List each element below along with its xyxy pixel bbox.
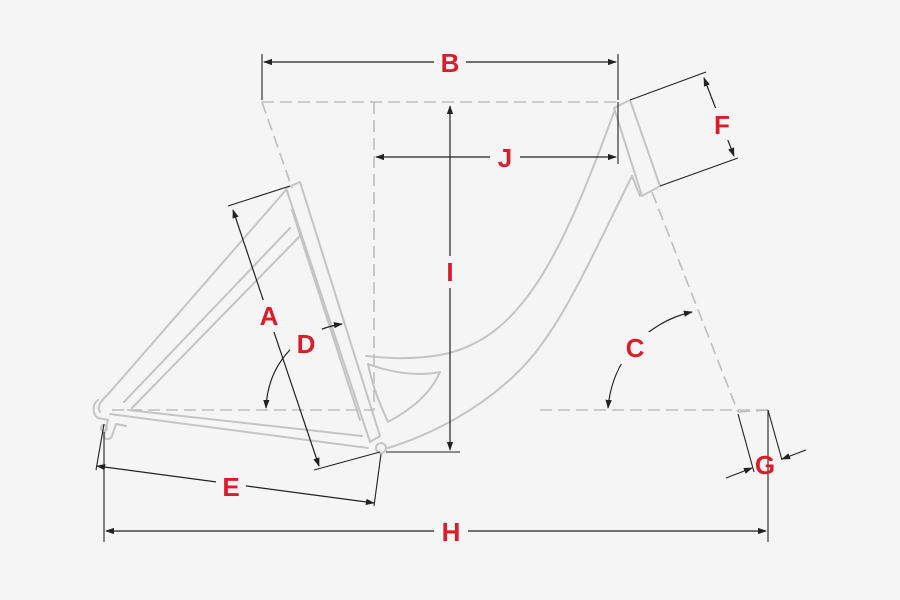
- dim-f-ext-bottom: [659, 157, 739, 187]
- seat-tube-inner: [291, 209, 361, 421]
- dim-f-ext-top: [629, 71, 707, 101]
- dim-a-ext-top: [227, 185, 291, 207]
- dim-a-ext-bottom: [313, 451, 381, 471]
- label-j: J: [498, 143, 512, 173]
- bottom-bracket: [375, 442, 387, 454]
- dimension-lines: [95, 54, 807, 542]
- dim-e-ext-right: [373, 453, 382, 507]
- label-i: I: [446, 257, 453, 287]
- head-tube: [613, 99, 661, 197]
- label-c: C: [626, 333, 645, 363]
- fork-offset-line: [737, 409, 769, 413]
- dim-e-ext-left: [95, 423, 105, 471]
- seat-tube: [285, 181, 381, 443]
- dimension-labels: B J I F A D C E H G: [216, 46, 775, 548]
- bb-gusset: [367, 363, 441, 423]
- label-b: B: [441, 48, 460, 78]
- label-d: D: [297, 329, 316, 359]
- dim-g-arrow-left: [725, 467, 753, 479]
- dim-d-arc: [263, 322, 343, 409]
- label-h: H: [442, 517, 461, 547]
- dim-g-ext-left: [737, 413, 755, 473]
- down-tube-inner: [387, 175, 633, 449]
- label-a: A: [260, 301, 279, 331]
- seat-axis-extension: [261, 101, 293, 189]
- down-tube-join: [631, 175, 641, 197]
- chain-stay: [109, 413, 369, 449]
- label-e: E: [222, 472, 239, 502]
- seat-stay: [97, 189, 287, 413]
- label-g: G: [755, 450, 775, 480]
- steering-axis: [651, 191, 739, 413]
- dim-g-arrow-right: [781, 449, 807, 460]
- down-tube: [365, 111, 615, 360]
- label-f: F: [714, 110, 730, 140]
- dim-g-ext-right: [767, 409, 783, 461]
- bike-frame-outline: [92, 99, 661, 454]
